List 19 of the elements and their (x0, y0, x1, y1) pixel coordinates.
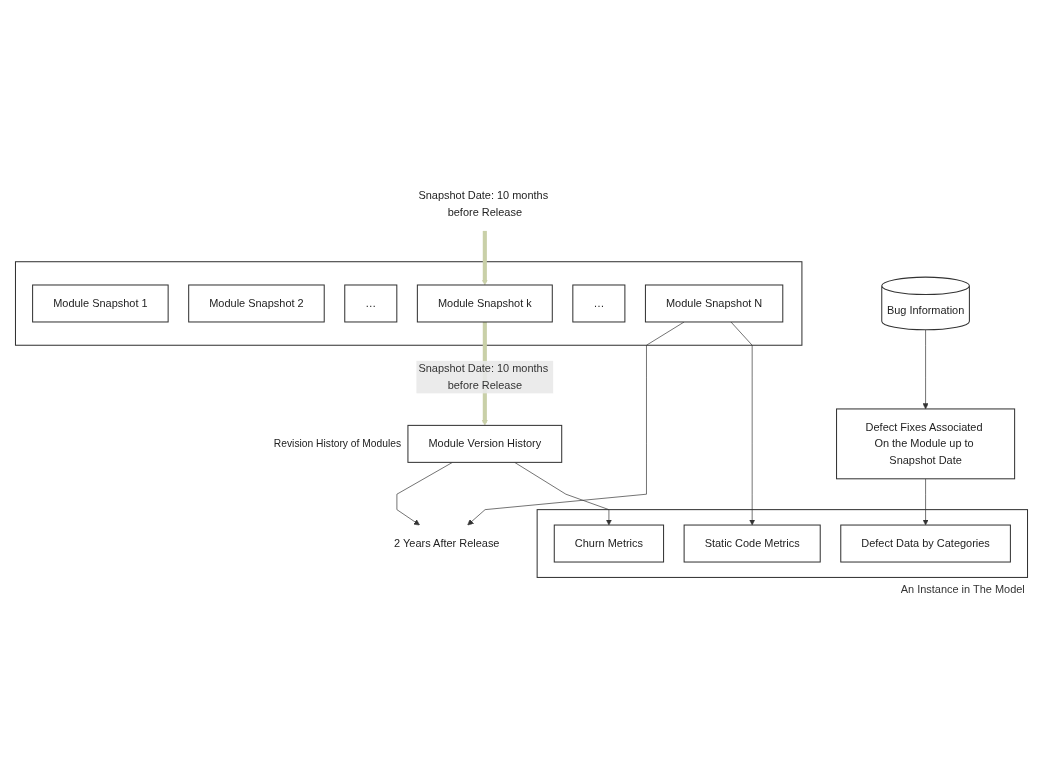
cluster (14, 261, 803, 347)
cluster (536, 509, 1029, 579)
edge-label: Snapshot Date: 10 months before Release (418, 363, 549, 392)
node-box: Churn Metrics (553, 524, 665, 563)
node-caption: Revision History of Modules (273, 438, 402, 450)
node-box: Module Version History (407, 425, 563, 464)
node-box: … (344, 284, 398, 323)
node-text: Snapshot Date: 10 months before Release (418, 190, 549, 219)
node-box: Module Snapshot N (644, 284, 784, 323)
node-text: 2 Years After Release (394, 537, 500, 550)
node-box: Module Snapshot 2 (188, 284, 325, 323)
node-box: Module Snapshot 1 (32, 284, 169, 323)
node-box: Defect Data by Categories (840, 524, 1011, 563)
node-box: … (572, 284, 626, 323)
node-box: Module Snapshot k (416, 284, 553, 323)
node-box: Static Code Metrics (683, 524, 821, 563)
node-label: An Instance in The Model (900, 584, 1025, 596)
node-box: Defect Fixes Associated On the Module up to Snapshot Date (836, 408, 1016, 480)
arrow (481, 231, 488, 286)
